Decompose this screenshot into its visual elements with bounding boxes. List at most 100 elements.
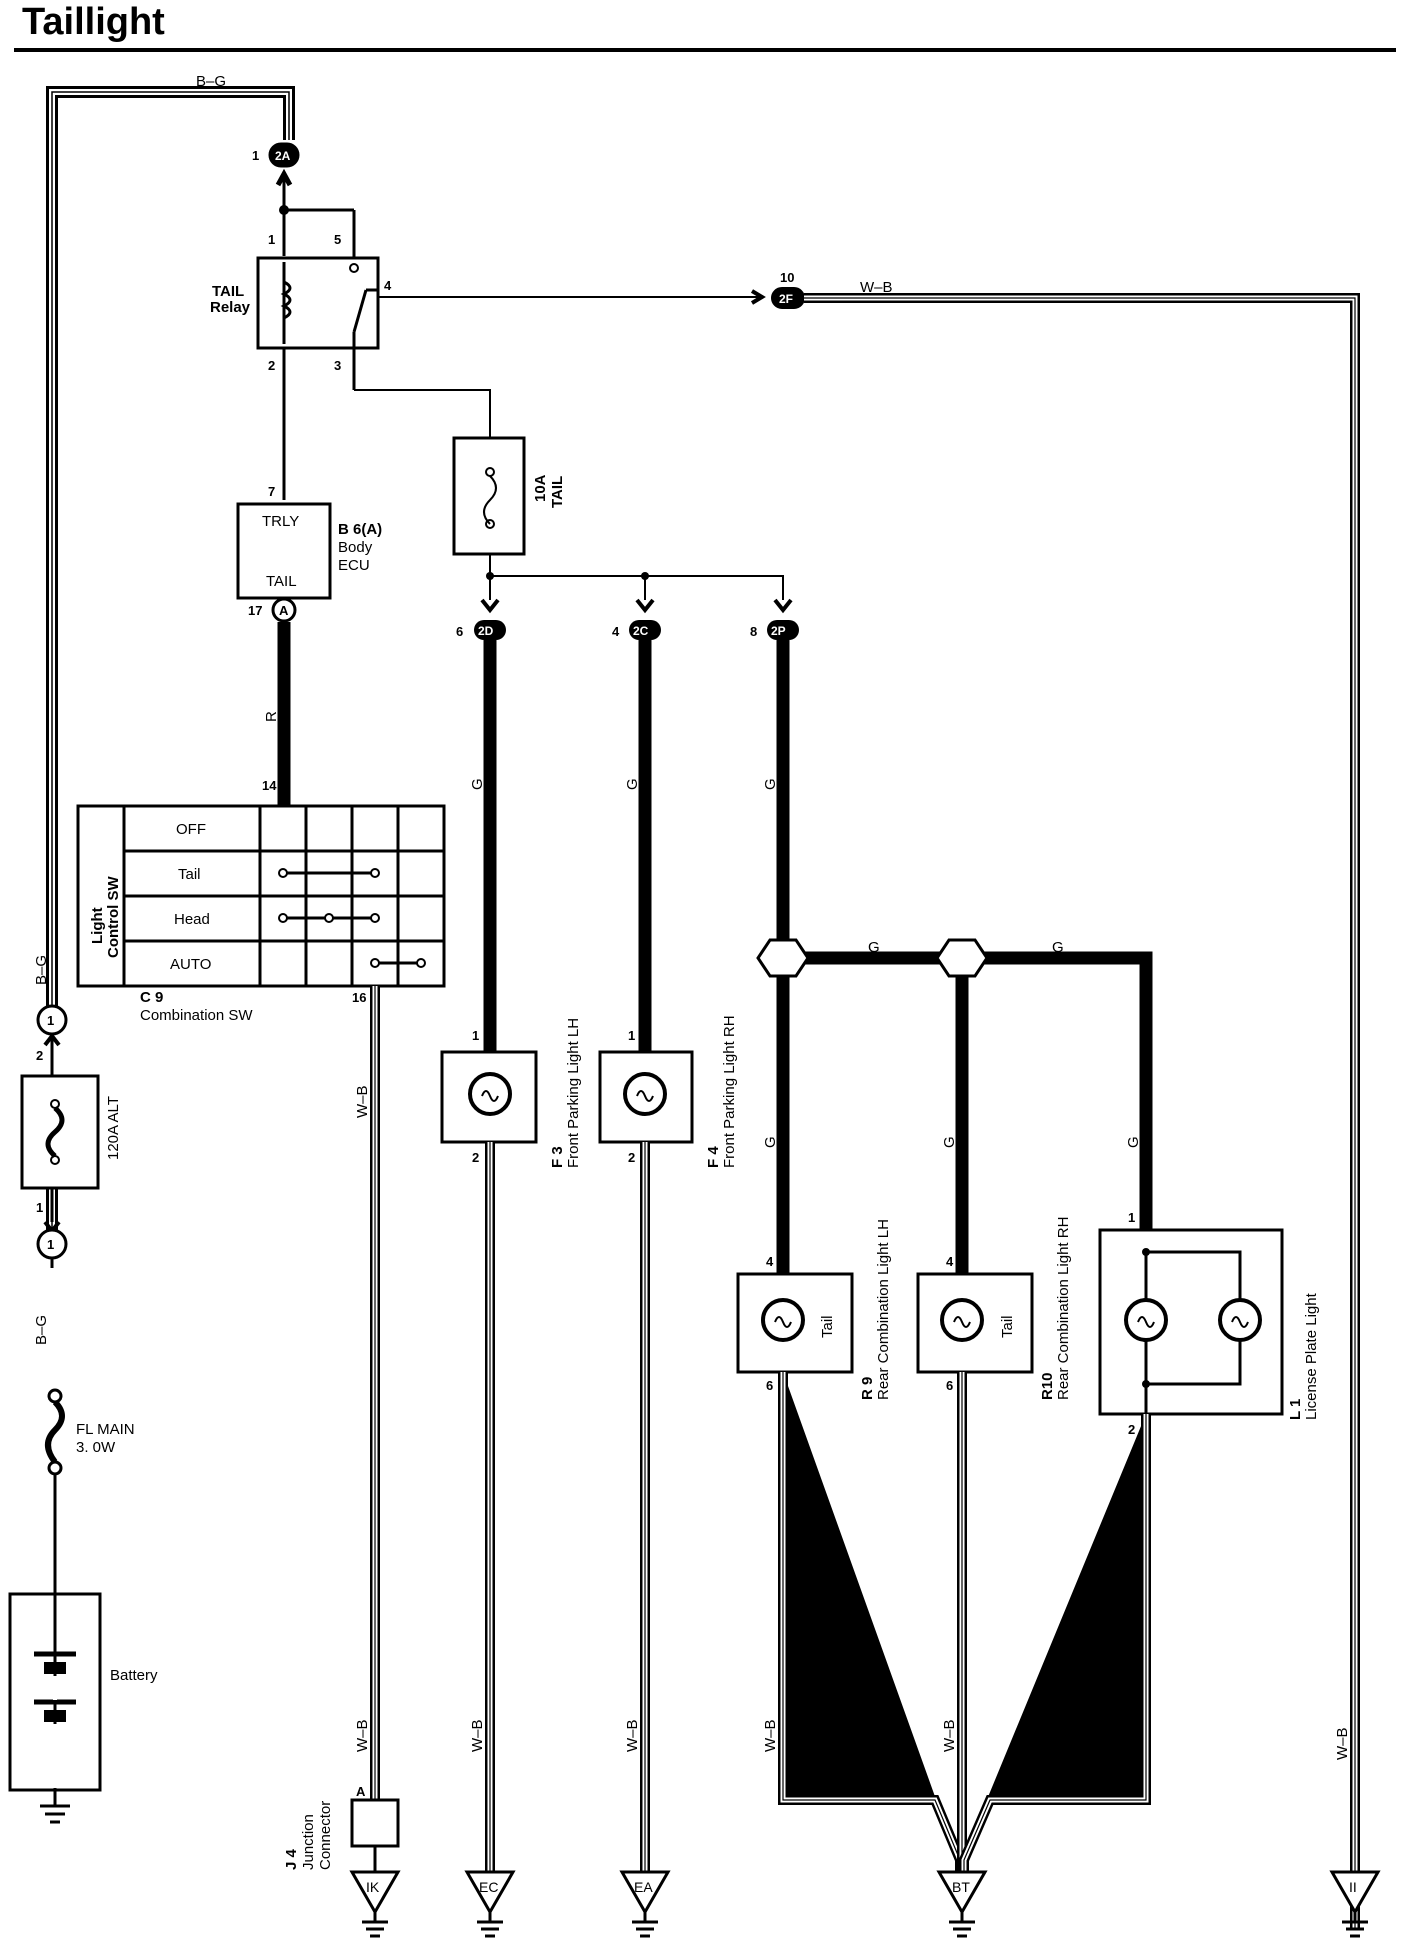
body-ecu: 7 TRLY TAIL B 6(A) Body ECU A 17 [236, 484, 382, 623]
connector-2c-id: 2C [633, 624, 649, 638]
ground-ik-label: IK [366, 1879, 380, 1895]
switch-position-head: Head [174, 911, 210, 928]
switch-side-label-1: Light [89, 907, 106, 944]
body-ecu-terminal-trly: TRLY [262, 513, 299, 530]
wire-label-g-rear-lh: G [762, 1136, 779, 1148]
w-b-return-wires: W–B W–B W–B W–B W–B [469, 1142, 1151, 1872]
wire-label-b-g-left: B–G [33, 955, 50, 985]
fl-main-fusible-link: FL MAIN 3. 0W [45, 1388, 135, 1594]
junction-code: J 4 [283, 1848, 300, 1870]
rear-combination-light-rh: Tail 4 6 R10 Rear Combination Light RH [916, 1217, 1072, 1400]
tail-relay-label-2: Relay [210, 299, 251, 316]
connector-1-bottom-pin: 1 [36, 1200, 43, 1215]
light-control-switch: Light Control SW OFF Tail Head AUTO 14 1… [76, 778, 446, 1024]
wire-relay-to-2f: 2F 10 W–B W–B [378, 270, 1360, 1930]
body-ecu-name-1: Body [338, 539, 373, 556]
wire-label-w-b-rear-lh: W–B [762, 1719, 779, 1752]
front-rh-code: F 4 [705, 1146, 722, 1168]
front-lh-pin-2: 2 [472, 1150, 479, 1165]
rear-lh-name: Rear Combination Light LH [875, 1219, 892, 1400]
ground-bt: BT [936, 1870, 988, 1938]
battery-label: Battery [110, 1667, 158, 1684]
tail-relay-pin-5: 5 [334, 232, 341, 247]
front-rh-name: Front Parking Light RH [721, 1015, 738, 1168]
wire-label-b-g-top: B–G [196, 73, 226, 90]
junction-pin: A [356, 1784, 366, 1799]
ground-ik: IK [349, 1870, 401, 1938]
connector-2a: 2A 1 [252, 142, 300, 187]
wire-label-w-b-ea: W–B [624, 1719, 641, 1752]
body-ecu-pin-7: 7 [268, 484, 275, 499]
ground-bt-label: BT [952, 1879, 970, 1895]
license-pin-2: 2 [1128, 1422, 1135, 1437]
rear-lh-code: R 9 [859, 1377, 876, 1400]
switch-pin-14: 14 [262, 778, 277, 793]
g-wires: G G G G G G G G [469, 640, 1153, 1274]
license-pin-1: 1 [1128, 1210, 1135, 1225]
body-ecu-terminal-tail: TAIL [266, 573, 297, 590]
front-lh-name: Front Parking Light LH [565, 1018, 582, 1168]
rear-lh-inner-label: Tail [819, 1315, 836, 1338]
connector-2c: 2C 4 [612, 598, 661, 640]
wire-label-w-b-ii: W–B [1334, 1727, 1351, 1760]
connector-2c-pin: 4 [612, 624, 620, 639]
rear-lh-pin-6: 6 [766, 1378, 773, 1393]
ground-ii-label: II [1349, 1879, 1357, 1895]
fl-main-label-1: FL MAIN [76, 1421, 135, 1438]
junction-connector: A J 4 Junction Connector [283, 1784, 400, 1872]
page-title: Taillight [22, 1, 165, 43]
front-parking-light-rh: 1 2 F 4 Front Parking Light RH [598, 1015, 738, 1168]
wire-label-w-b-rear-rh: W–B [941, 1719, 958, 1752]
rear-rh-pin-6: 6 [946, 1378, 953, 1393]
fuse-output-bus [486, 554, 784, 600]
connector-a-pin: 17 [248, 603, 262, 618]
ground-ea-label: EA [634, 1879, 653, 1895]
connector-2p-pin: 8 [750, 624, 757, 639]
wire-label-w-b-license: W–B [1125, 1719, 1142, 1752]
body-ecu-name-2: ECU [338, 557, 370, 574]
fuse-tail-label-2: TAIL [549, 476, 566, 508]
wire-relay-to-fuse: 10A TAIL [354, 389, 566, 556]
wire-w-b-switch: W–B W–B [354, 986, 380, 1800]
tail-relay-label-1: TAIL [212, 283, 244, 300]
switch-position-auto: AUTO [170, 956, 211, 973]
rear-rh-name: Rear Combination Light RH [1055, 1217, 1072, 1400]
front-lh-code: F 3 [549, 1146, 566, 1168]
wire-label-g-rear-rh: G [941, 1136, 958, 1148]
connector-2p-id: 2P [771, 624, 786, 638]
connector-2d-pin: 6 [456, 624, 463, 639]
ground-ea: EA [619, 1870, 671, 1938]
body-ecu-code: B 6(A) [338, 521, 382, 538]
connector-2a-pin: 1 [252, 148, 259, 163]
connector-2d-id: 2D [478, 624, 494, 638]
tail-relay-pin-2: 2 [268, 358, 275, 373]
rear-rh-code: R10 [1039, 1372, 1056, 1400]
tail-relay: TAIL Relay 1 5 4 2 3 [210, 174, 392, 390]
fuse-120a-alt-label: 120A ALT [105, 1096, 122, 1160]
wire-label-g-branch-2: G [1052, 939, 1064, 956]
connector-a-id: A [279, 603, 289, 618]
wire-label-g-2p: G [762, 778, 779, 790]
license-name: License Plate Light [1303, 1292, 1320, 1420]
wire-label-g-branch-1: G [868, 939, 880, 956]
switch-position-tail: Tail [178, 866, 201, 883]
battery: Battery [8, 1592, 158, 1824]
rear-lh-pin-4: 4 [766, 1254, 774, 1269]
ground-ec: EC [464, 1870, 516, 1938]
wire-label-g-2d: G [469, 778, 486, 790]
connector-1-top: 1 2 [36, 1004, 68, 1076]
junction-name-2: Connector [317, 1801, 334, 1870]
ground-ec-label: EC [479, 1879, 498, 1895]
rear-combination-light-lh: Tail 4 6 R 9 Rear Combination Light LH [736, 1219, 892, 1400]
connector-1-bottom: 1 1 [36, 1188, 68, 1260]
ground-ii: II [1329, 1870, 1381, 1938]
connector-2d: 2D 6 [456, 598, 506, 640]
connector-2p: 2P 8 [750, 598, 799, 640]
front-parking-light-lh: 1 2 F 3 Front Parking Light LH [440, 1018, 582, 1168]
rear-rh-pin-4: 4 [946, 1254, 954, 1269]
switch-side-label-2: Control SW [105, 876, 122, 958]
fuse-120a-alt: 120A ALT [20, 1074, 122, 1190]
connector-2a-id: 2A [275, 149, 291, 163]
connector-1-top-id: 1 [47, 1013, 54, 1028]
